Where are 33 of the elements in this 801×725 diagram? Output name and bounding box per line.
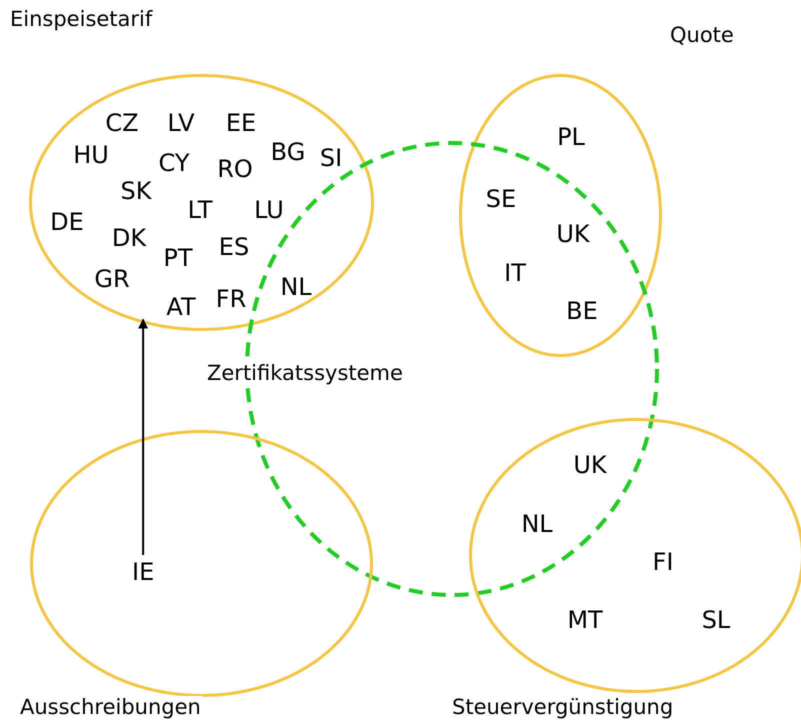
country-code: LU xyxy=(254,198,284,222)
country-code: ES xyxy=(218,235,250,259)
country-code: DK xyxy=(112,226,146,250)
country-code: HU xyxy=(73,143,109,167)
country-code: FR xyxy=(216,287,246,311)
country-code: SL xyxy=(702,608,730,632)
set-title: Quote xyxy=(668,24,736,47)
country-code: BE xyxy=(566,299,598,323)
country-code: GR xyxy=(94,267,130,291)
country-code: CY xyxy=(158,151,190,175)
set-title: Zertifikatssysteme xyxy=(205,362,405,385)
country-code: LV xyxy=(167,111,195,135)
country-code: UK xyxy=(573,453,607,477)
country-code: BG xyxy=(270,140,306,164)
country-code: RO xyxy=(217,157,253,181)
country-code: SK xyxy=(120,179,152,203)
country-code: PL xyxy=(557,125,585,149)
country-code: CZ xyxy=(105,111,139,135)
country-code: SE xyxy=(486,187,516,211)
country-code: LT xyxy=(188,198,212,222)
country-code: PT xyxy=(163,246,193,270)
country-code: AT xyxy=(166,295,196,319)
country-code: UK xyxy=(556,222,590,246)
country-code: IT xyxy=(504,261,526,285)
country-code: DE xyxy=(50,210,84,234)
country-code: SI xyxy=(320,146,342,170)
country-code: EE xyxy=(226,111,256,135)
country-code: NL xyxy=(521,512,553,536)
country-code: MT xyxy=(567,608,603,632)
country-code: NL xyxy=(280,275,312,299)
arrow xyxy=(138,318,148,555)
country-code: FI xyxy=(652,550,674,574)
set-title: Ausschreibungen xyxy=(18,696,203,719)
